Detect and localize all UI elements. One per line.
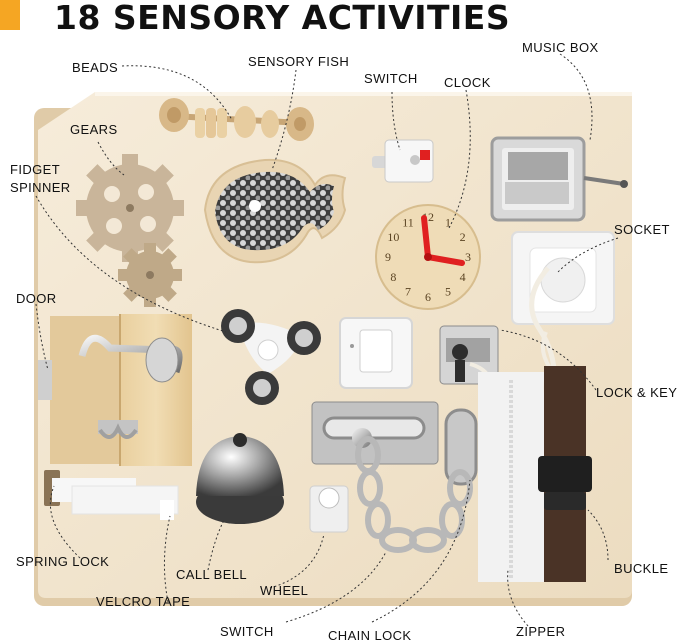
buckle[interactable] — [538, 366, 592, 582]
clock-number: 11 — [402, 215, 414, 229]
clock-number: 7 — [405, 285, 411, 299]
beads-toy[interactable] — [159, 98, 314, 141]
label-beads: BEADS — [72, 60, 119, 75]
clock-number: 10 — [387, 230, 399, 244]
label-door: DOOR — [16, 291, 57, 306]
label-sensory-fish: SENSORY FISH — [248, 54, 350, 69]
fidget-spinner[interactable] — [221, 309, 321, 405]
clock-number: 3 — [465, 250, 471, 264]
sensory-fish[interactable] — [203, 158, 347, 264]
clock-number: 4 — [460, 270, 466, 284]
call-bell[interactable] — [196, 433, 284, 524]
label-music-box: MUSIC BOX — [522, 40, 599, 55]
label-wheel: WHEEL — [260, 583, 309, 598]
label-lock-and-key: LOCK & KEY — [596, 385, 678, 400]
label-gears: GEARS — [70, 122, 118, 137]
accent-bar — [0, 0, 20, 30]
label-call-bell: CALL BELL — [176, 567, 248, 582]
door[interactable] — [38, 314, 192, 466]
page-title: 18 SENSORY ACTIVITIES — [54, 0, 511, 37]
label-switch-top: SWITCH — [364, 71, 418, 86]
clock-number: 6 — [425, 290, 431, 304]
wheel[interactable] — [309, 485, 349, 533]
velcro-tape[interactable] — [71, 485, 179, 520]
clock-number: 2 — [460, 230, 466, 244]
label-buckle: BUCKLE — [614, 561, 669, 576]
label-socket: SOCKET — [614, 222, 670, 237]
label-clock: CLOCK — [444, 75, 491, 90]
light-switch[interactable] — [339, 317, 413, 389]
slide-bolt[interactable] — [311, 401, 439, 465]
clock-number: 1 — [445, 215, 451, 229]
label-zipper: ZIPPER — [516, 624, 566, 639]
label-velcro-tape: VELCRO TAPE — [96, 594, 191, 609]
label-chain-lock: CHAIN LOCK — [328, 628, 412, 643]
label-switch-bottom: SWITCH — [220, 624, 274, 639]
leader-lines — [35, 53, 619, 627]
label-spring-lock: SPRING LOCK — [16, 554, 110, 569]
label-fidget-spinner-line2: SPINNER — [10, 180, 71, 195]
slide-switch-top[interactable] — [372, 139, 434, 183]
music-box[interactable] — [490, 136, 628, 222]
socket[interactable] — [511, 231, 615, 399]
clock-number: 8 — [390, 270, 396, 284]
label-fidget-spinner-line1: FIDGET — [10, 162, 61, 177]
clock-number: 5 — [445, 285, 451, 299]
clock-number: 9 — [385, 250, 391, 264]
